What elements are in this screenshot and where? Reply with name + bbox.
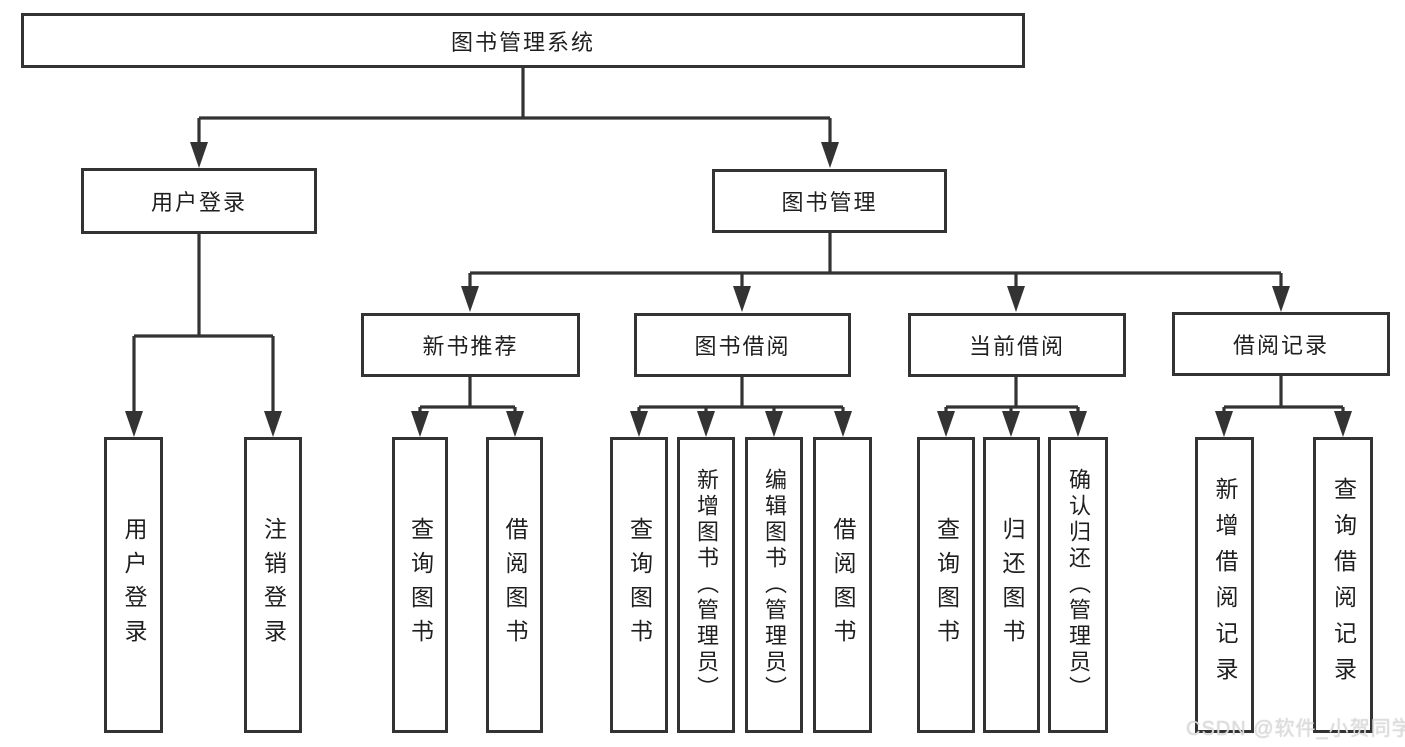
arrowhead <box>733 286 751 312</box>
arrowhead <box>834 411 852 437</box>
node-leaf-query-books-2: 查询图书 <box>610 437 668 733</box>
node-new-book-recommend: 新书推荐 <box>361 313 580 377</box>
arrowhead <box>937 411 955 437</box>
connector-book-borrowing-to-leaves <box>637 377 845 416</box>
connector-book-management-to-level3 <box>468 233 1283 292</box>
node-leaf-logout: 注销登录 <box>244 437 302 733</box>
node-leaf-add-borrow-record: 新增借阅记录 <box>1195 437 1254 733</box>
arrowheads <box>125 142 1352 437</box>
node-label: 查询借阅记录 <box>1330 477 1357 693</box>
node-label: 借阅图书 <box>830 517 856 653</box>
node-label: 新增图书（管理员） <box>694 468 719 702</box>
node-leaf-add-books-admin: 新增图书（管理员） <box>677 437 735 733</box>
arrowhead <box>697 411 715 437</box>
connector-root-to-level2 <box>197 66 832 148</box>
node-leaf-query-books-3: 查询图书 <box>917 437 975 733</box>
arrowhead <box>1007 286 1025 312</box>
arrowhead <box>1002 411 1020 437</box>
node-leaf-edit-books-admin: 编辑图书（管理员） <box>745 437 803 733</box>
node-label: 编辑图书（管理员） <box>762 468 787 702</box>
arrowhead <box>765 411 783 437</box>
arrowhead <box>461 286 479 312</box>
node-library-management-system: 图书管理系统 <box>21 13 1025 68</box>
arrowhead <box>125 411 143 437</box>
node-leaf-confirm-return-admin: 确认归还（管理员） <box>1048 437 1108 733</box>
node-label: 用户登录 <box>121 517 147 653</box>
node-label: 查询图书 <box>626 517 653 653</box>
node-label: 图书管理系统 <box>450 29 595 55</box>
arrowhead <box>506 411 524 437</box>
node-label: 查询图书 <box>407 517 434 653</box>
arrowhead <box>1272 286 1290 312</box>
arrowhead <box>1069 411 1087 437</box>
node-label: 图书管理 <box>781 190 878 215</box>
node-label: 归还图书 <box>999 517 1025 653</box>
node-label: 图书借阅 <box>694 334 791 359</box>
connector-user-login-to-leaves <box>132 234 275 416</box>
node-current-borrowing: 当前借阅 <box>908 313 1126 377</box>
connector-current-borrowing-to-leaves <box>944 377 1080 416</box>
node-label: 借阅记录 <box>1232 333 1329 358</box>
node-leaf-borrow-books-2: 借阅图书 <box>813 437 872 733</box>
node-leaf-query-borrow-record: 查询借阅记录 <box>1313 437 1373 733</box>
node-user-login: 用户登录 <box>81 168 317 234</box>
arrowhead <box>411 411 429 437</box>
node-label: 查询图书 <box>933 517 960 653</box>
csdn-watermark: CSDN @软件_小贺同学 <box>1186 718 1405 740</box>
node-leaf-user-login: 用户登录 <box>104 437 163 733</box>
node-label: 确认归还（管理员） <box>1066 468 1091 702</box>
arrowhead <box>630 411 648 437</box>
arrowhead <box>1215 411 1233 437</box>
node-book-borrowing: 图书借阅 <box>634 313 851 377</box>
connector-borrowing-records-to-leaves <box>1222 376 1345 416</box>
node-leaf-return-books: 归还图书 <box>983 437 1040 733</box>
node-leaf-borrow-books-1: 借阅图书 <box>486 437 543 733</box>
node-label: 当前借阅 <box>968 334 1065 359</box>
node-borrowing-records: 借阅记录 <box>1172 312 1390 376</box>
node-label: 新书推荐 <box>422 334 519 359</box>
arrowhead <box>190 142 208 168</box>
node-book-management: 图书管理 <box>712 169 947 233</box>
node-label: 用户登录 <box>150 190 247 215</box>
node-label: 借阅图书 <box>502 517 528 653</box>
arrowhead <box>1334 411 1352 437</box>
connector-new-book-recommend-to-leaves <box>418 377 517 416</box>
node-leaf-query-books-1: 查询图书 <box>392 437 448 733</box>
arrowhead <box>821 142 839 168</box>
arrowhead <box>264 411 282 437</box>
node-label: 新增借阅记录 <box>1212 477 1238 693</box>
node-label: 注销登录 <box>260 517 287 653</box>
